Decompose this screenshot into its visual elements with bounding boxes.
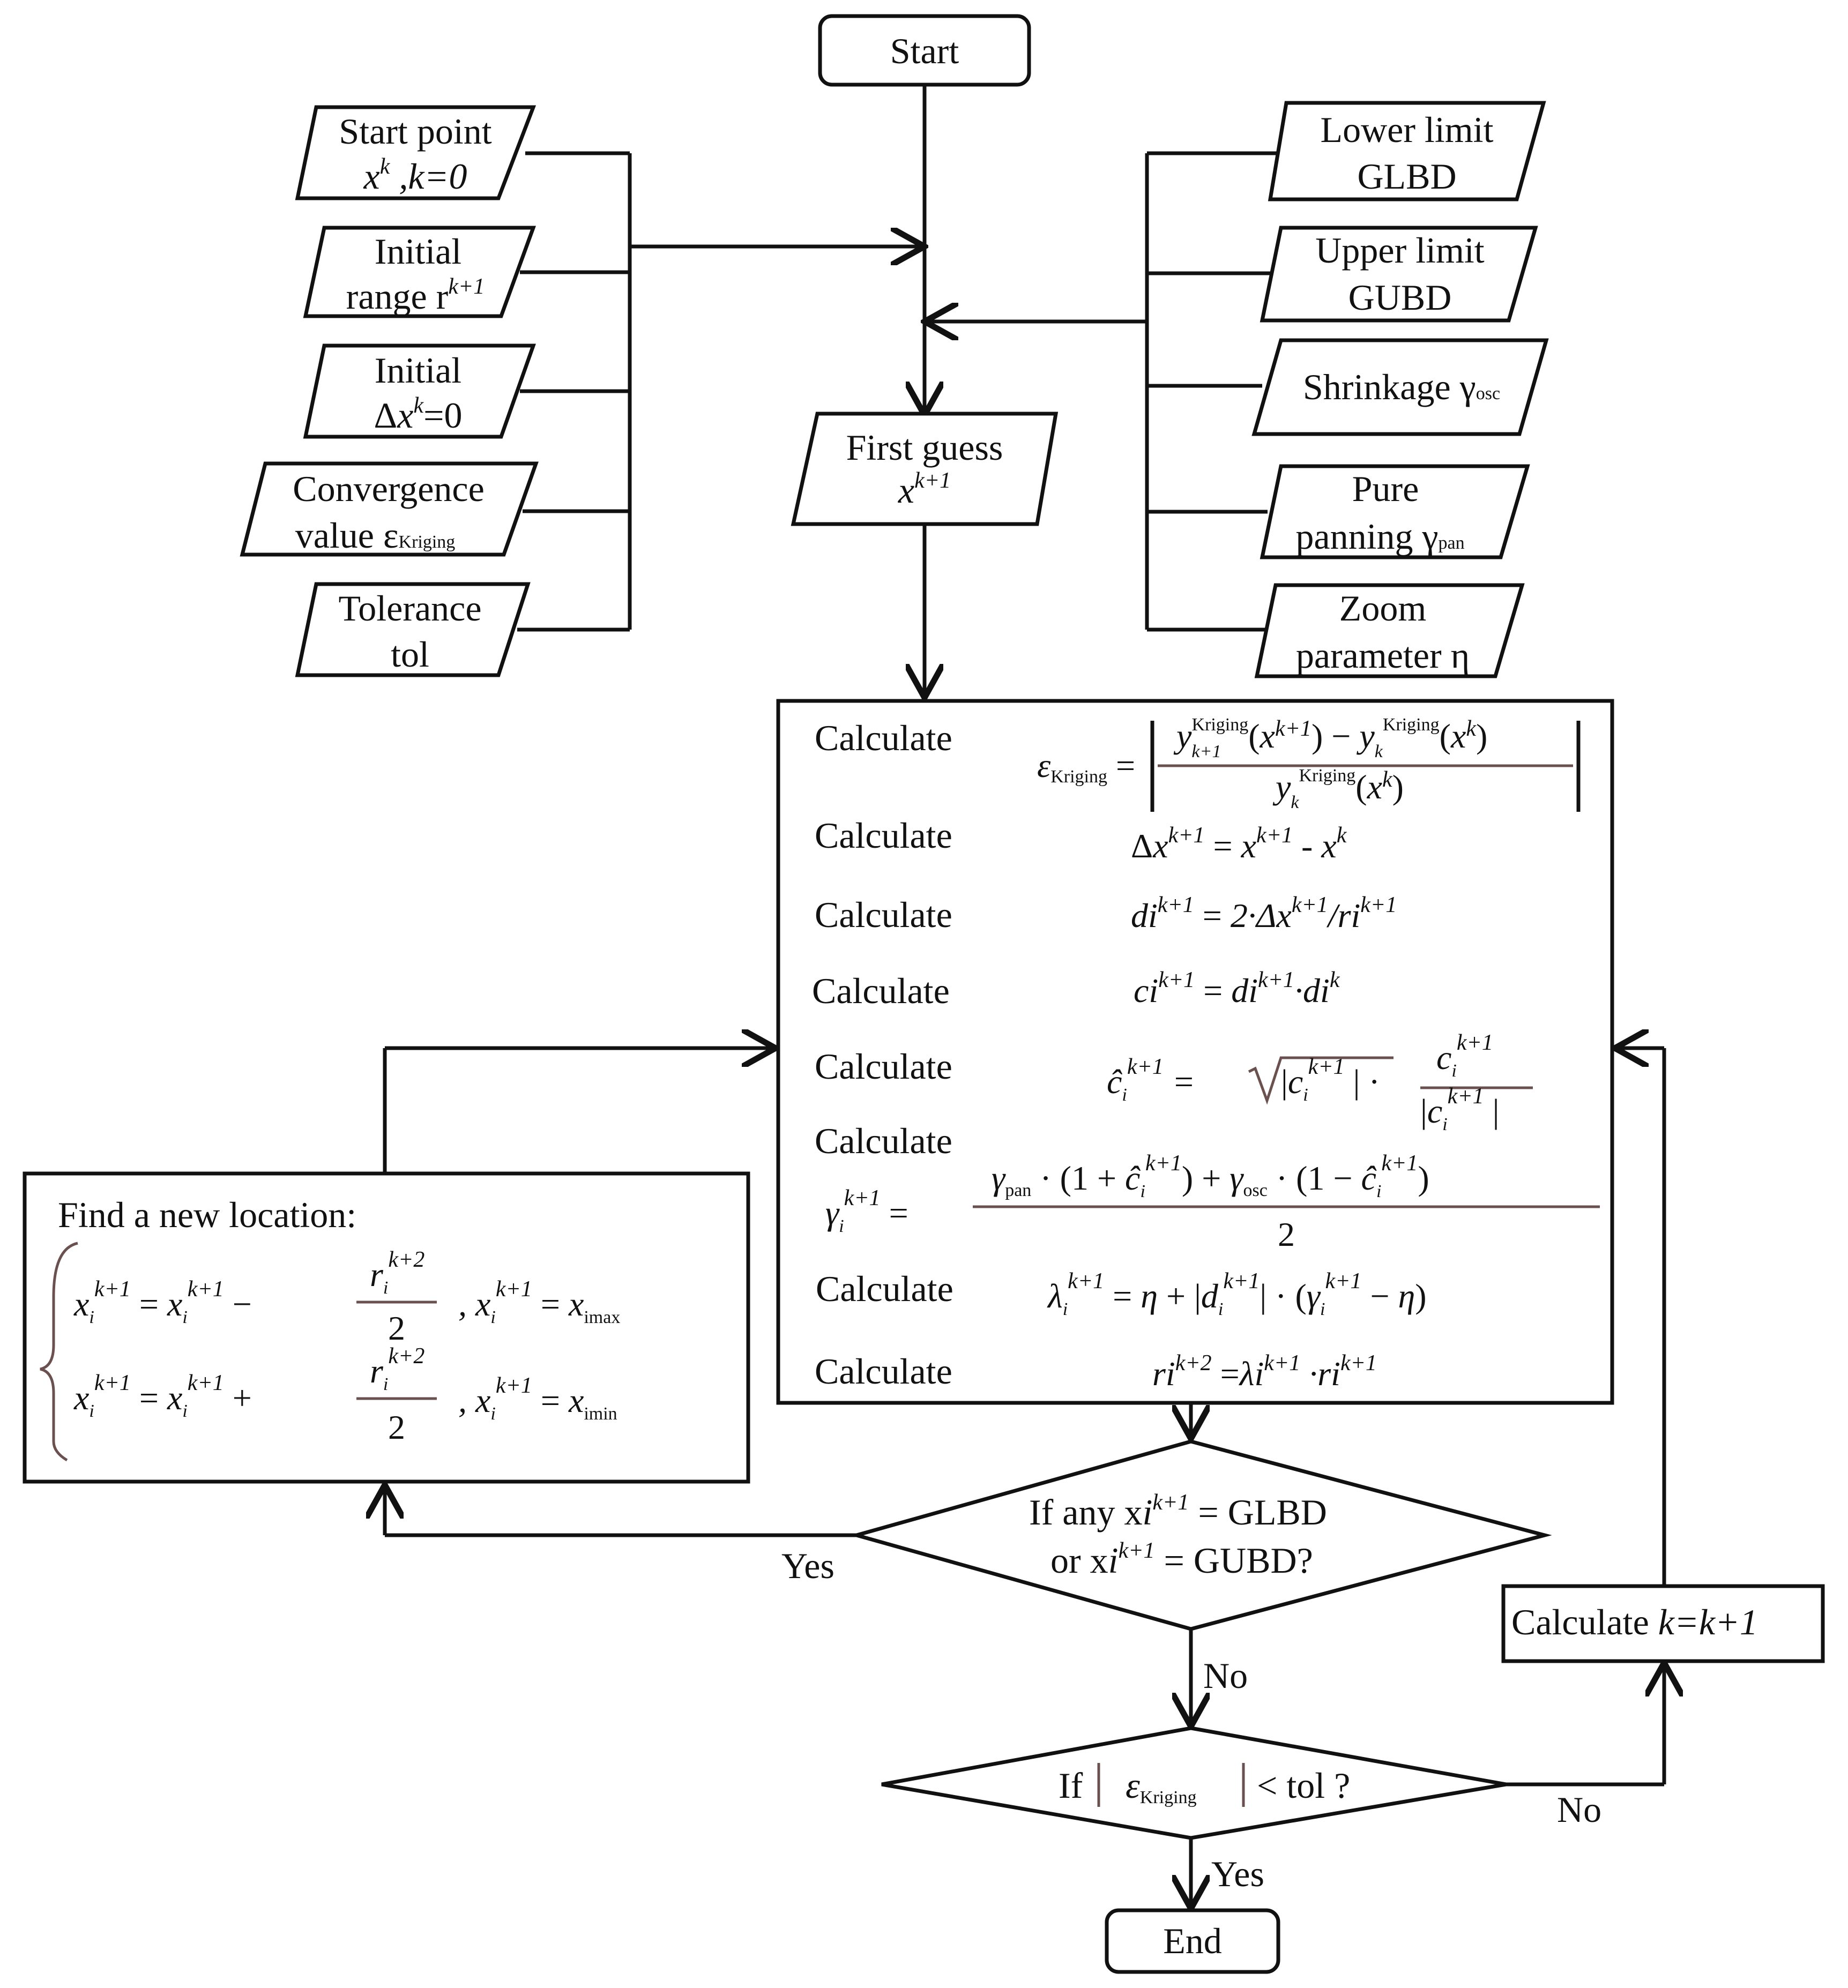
end-label: End bbox=[1163, 1920, 1222, 1961]
formula-c: cik+1 = dik+1·dik bbox=[1134, 968, 1340, 1010]
input-tolerance[interactable]: Tolerance tol bbox=[295, 582, 531, 677]
svg-text:|cik+1 | ·: |cik+1 | · bbox=[1281, 1055, 1380, 1105]
right-inputs-bus bbox=[928, 151, 1286, 632]
svg-text:or xik+1 = GUBD?: or xik+1 = GUBD? bbox=[1050, 1538, 1313, 1581]
label-no-1: No bbox=[1203, 1655, 1248, 1696]
svg-text:parameter η: parameter η bbox=[1296, 635, 1470, 676]
input-initial-delta[interactable]: Initial Δxk=0 bbox=[303, 343, 536, 439]
svg-text:xk+1: xk+1 bbox=[898, 468, 951, 511]
end-terminal[interactable]: End bbox=[1105, 1908, 1280, 1974]
svg-text:|cik+1 |: |cik+1 | bbox=[1420, 1084, 1499, 1134]
svg-text:Calculate: Calculate bbox=[815, 1046, 952, 1087]
svg-text:panning γpan: panning γpan bbox=[1295, 516, 1464, 557]
connector-decision2-no bbox=[1506, 1666, 1664, 1787]
start-terminal[interactable]: Start bbox=[818, 14, 1031, 87]
svg-text:Calculate: Calculate bbox=[816, 1268, 953, 1309]
svg-text:Upper limit: Upper limit bbox=[1315, 230, 1485, 271]
svg-text:Zoom: Zoom bbox=[1339, 588, 1426, 629]
first-guess-box[interactable]: First guess xk+1 bbox=[791, 412, 1059, 526]
svg-text:Initial: Initial bbox=[375, 231, 461, 272]
svg-text:GLBD: GLBD bbox=[1357, 156, 1456, 197]
increment-k-box[interactable]: Calculate k=k+1 bbox=[1501, 1584, 1825, 1663]
connector-increment-to-calc bbox=[1619, 1048, 1666, 1586]
svg-text:Find a new location:: Find a new location: bbox=[58, 1194, 356, 1235]
connector-newloc-to-calc bbox=[383, 1048, 772, 1174]
svg-text:tol: tol bbox=[391, 634, 429, 675]
formula-gamma: γik+1 = γpan · (1 + ĉik+1) + γosc · (1 −… bbox=[825, 1151, 1600, 1253]
svg-text:Initial: Initial bbox=[375, 350, 461, 391]
svg-text:value εKriging: value εKriging bbox=[295, 515, 456, 556]
label-no-2: No bbox=[1557, 1789, 1601, 1830]
svg-text:Calculate: Calculate bbox=[812, 970, 950, 1011]
input-start-point[interactable]: Start point xk ,k=0 bbox=[295, 105, 536, 200]
input-upper-limit[interactable]: Upper limit GUBD bbox=[1260, 226, 1538, 323]
svg-text:2: 2 bbox=[388, 1408, 405, 1446]
decision-convergence-check[interactable]: If εKriging < tol ? bbox=[881, 1726, 1507, 1840]
svg-text:Calculate: Calculate bbox=[815, 894, 952, 935]
svg-text:Start point: Start point bbox=[339, 111, 491, 152]
calculation-box[interactable]: Calculate Calculate Calculate Calculate … bbox=[776, 699, 1614, 1405]
svg-text:Convergence: Convergence bbox=[293, 468, 485, 509]
new-location-box[interactable]: Find a new location: xik+1 = xik+1 − rik… bbox=[23, 1171, 750, 1484]
svg-text:xk ,k=0: xk ,k=0 bbox=[363, 154, 467, 197]
label-yes-2: Yes bbox=[1211, 1854, 1264, 1894]
formula-r: rik+2 =λik+1 ·rik+1 bbox=[1152, 1351, 1377, 1393]
svg-text:Calculate: Calculate bbox=[815, 718, 952, 758]
svg-text:Calculate: Calculate bbox=[815, 1120, 952, 1161]
svg-text:γpan · (1 + ĉik+1) + γosc ·: γpan · (1 + ĉik+1) + γosc · (1 − ĉik+1) bbox=[992, 1151, 1429, 1201]
svg-text:GUBD: GUBD bbox=[1348, 277, 1452, 318]
svg-text:Tolerance: Tolerance bbox=[338, 588, 481, 629]
svg-text:If: If bbox=[1059, 1765, 1083, 1806]
input-initial-range[interactable]: Initial range rk+1 bbox=[303, 226, 536, 318]
label-yes-1: Yes bbox=[781, 1545, 834, 1586]
svg-text:Calculate k=k+1: Calculate k=k+1 bbox=[1511, 1602, 1758, 1642]
svg-text:Lower limit: Lower limit bbox=[1321, 109, 1494, 150]
svg-text:2: 2 bbox=[388, 1309, 405, 1347]
formula-delta-x: Δxk+1 = xk+1 - xk bbox=[1131, 823, 1347, 865]
svg-text:< tol ?: < tol ? bbox=[1257, 1765, 1350, 1806]
svg-text:First guess: First guess bbox=[846, 427, 1003, 468]
start-label: Start bbox=[890, 31, 959, 71]
left-inputs-bus bbox=[517, 151, 921, 632]
input-pure-panning[interactable]: Pure panning γpan bbox=[1260, 464, 1530, 559]
svg-text:Calculate: Calculate bbox=[815, 815, 952, 856]
svg-text:If any xik+1 = GLBD: If any xik+1 = GLBD bbox=[1029, 1490, 1327, 1533]
input-lower-limit[interactable]: Lower limit GLBD bbox=[1268, 101, 1546, 201]
calc-labels: Calculate Calculate Calculate Calculate … bbox=[812, 718, 953, 1392]
svg-text:Calculate: Calculate bbox=[815, 1351, 952, 1392]
input-shrinkage[interactable]: Shrinkage γosc bbox=[1251, 338, 1549, 436]
svg-text:range rk+1: range rk+1 bbox=[346, 274, 485, 317]
svg-text:Δxk=0: Δxk=0 bbox=[374, 393, 463, 436]
input-convergence-value[interactable]: Convergence value εKriging bbox=[240, 461, 539, 557]
connector-decision1-yes bbox=[385, 1489, 856, 1537]
input-zoom-parameter[interactable]: Zoom parameter η bbox=[1254, 583, 1525, 678]
svg-text:2: 2 bbox=[1278, 1215, 1295, 1253]
svg-text:Shrinkage γosc: Shrinkage γosc bbox=[1303, 367, 1500, 407]
decision-boundary-check[interactable]: If any xik+1 = GLBD or xik+1 = GUBD? bbox=[850, 1439, 1552, 1631]
svg-text:Pure: Pure bbox=[1352, 468, 1419, 509]
